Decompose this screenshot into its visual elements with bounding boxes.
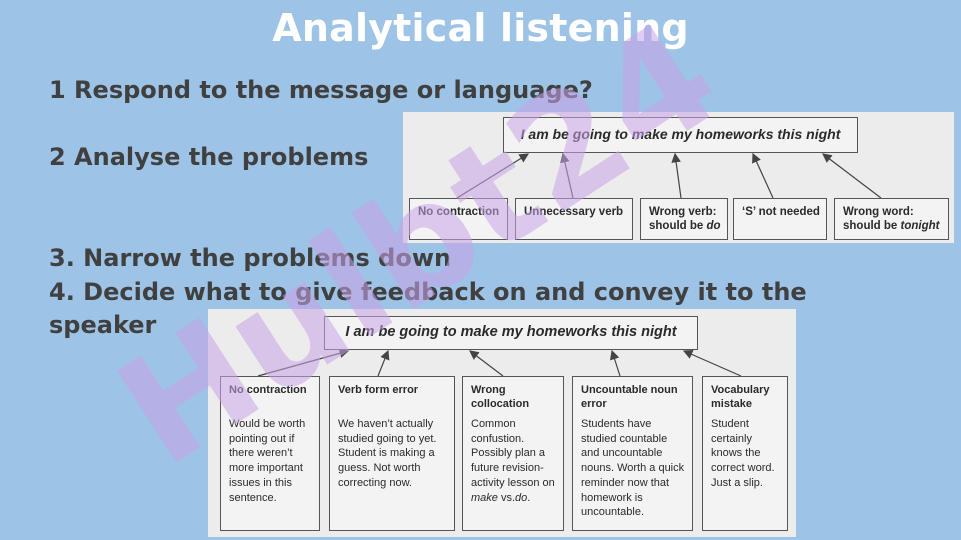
category-label: Wrong verb: — [649, 206, 717, 218]
category-label-2: should be — [649, 220, 707, 232]
category-body: Would be worth pointing out if there wer… — [229, 418, 306, 504]
step-4: 4. Decide what to give feedback on and c… — [49, 278, 807, 339]
error-analysis-diagram-1: I am be going to make my homeworks this … — [403, 112, 954, 243]
diagram-1-category: ‘S’ not needed — [733, 198, 827, 240]
category-label: No contraction — [418, 206, 500, 218]
diagram-2-category: Verb form error We haven’t actually stud… — [329, 376, 455, 531]
diagram-1-category: Wrong verb: should be do — [640, 198, 728, 240]
diagram-2-category: Uncountable noun error Students have stu… — [572, 376, 693, 531]
arrow — [682, 349, 742, 377]
diagram-2-sentence: I am be going to make my homeworks this … — [324, 316, 698, 350]
step-2: 2 Analyse the problems — [49, 143, 369, 171]
diagram-2-category: No contraction Would be worth pointing o… — [220, 376, 320, 531]
category-label-2: should be — [843, 220, 901, 232]
category-label: ‘S’ not needed — [742, 206, 820, 218]
diagram-1-category: No contraction — [409, 198, 508, 240]
arrow — [671, 152, 682, 199]
arrow — [752, 152, 774, 199]
category-heading: No contraction — [229, 384, 307, 396]
category-emphasis: tonight — [900, 220, 940, 232]
category-heading: Vocabulary mistake — [711, 384, 770, 410]
arrow — [822, 153, 882, 199]
category-body: We haven’t actually studied going to yet… — [338, 418, 437, 489]
step-1: 1 Respond to the message or language? — [49, 76, 593, 104]
step-3: 3. Narrow the problems down — [49, 244, 452, 272]
diagram-1-category: Wrong word: should be tonight — [834, 198, 949, 240]
arrow — [609, 349, 621, 377]
category-body: Student certainly knows the correct word… — [711, 418, 775, 489]
diagram-2-category: Wrong collocation Common confustion. Pos… — [462, 376, 564, 531]
arrow — [456, 153, 530, 199]
category-label: Unnecessary verb — [524, 206, 624, 218]
category-heading: Wrong collocation — [471, 384, 530, 410]
diagram-1-sentence: I am be going to make my homeworks this … — [503, 117, 858, 153]
arrow — [377, 349, 390, 377]
error-analysis-diagram-2: I am be going to make my homeworks this … — [208, 309, 796, 537]
category-body: Common confustion. Possibly plan a futur… — [471, 418, 555, 504]
arrow — [257, 348, 350, 377]
category-body: Students have studied countable and unco… — [581, 418, 685, 519]
category-label: Wrong word: — [843, 206, 914, 218]
arrow — [469, 350, 504, 377]
category-heading: Uncountable noun error — [581, 384, 678, 410]
category-heading: Verb form error — [338, 384, 419, 396]
diagram-2-category: Vocabulary mistake Student certainly kno… — [702, 376, 788, 531]
diagram-1-category: Unnecessary verb — [515, 198, 633, 240]
diagram-2-arrows — [257, 348, 742, 377]
page-title: Analytical listening — [272, 6, 689, 50]
category-emphasis: do — [706, 220, 721, 232]
arrow — [560, 152, 574, 199]
diagram-1-arrows — [456, 152, 882, 199]
